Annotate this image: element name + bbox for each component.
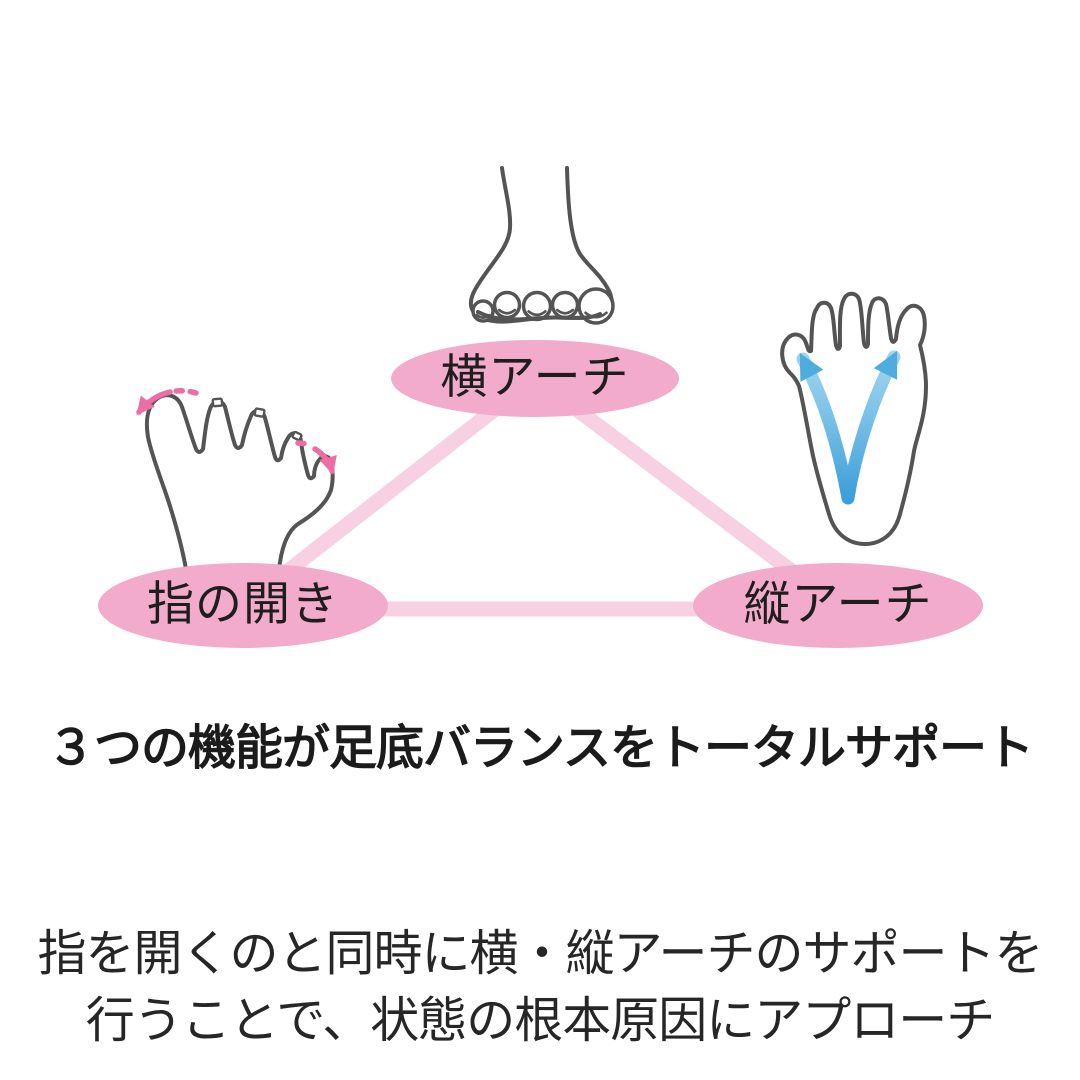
toenail <box>211 397 224 408</box>
toenail <box>291 430 303 442</box>
arch-direction-arrows-icon <box>796 350 901 505</box>
toenail <box>253 407 266 418</box>
foot-spread-outline <box>144 393 335 571</box>
spread-arrow-right-dashes <box>295 440 314 449</box>
spread-arrow-right-arc <box>312 446 337 475</box>
toe-crease <box>498 308 517 315</box>
toe-crease <box>556 308 575 315</box>
spread-arrow-left-arc <box>136 389 173 416</box>
description-line-2: 行うことで、状態の根本原因にアプローチ <box>85 994 996 1048</box>
foot-toe-spread-pink-arrows-icon <box>136 388 337 571</box>
node-transverse-arch: 横アーチ <box>391 340 679 417</box>
node-toe-spread-label: 指の開き <box>147 577 339 630</box>
foot-front-bottom-edge <box>476 310 602 322</box>
toe-crease <box>527 310 547 317</box>
description-line-1: 指を開くのと同時に横・縦アーチのサポートを <box>37 927 1043 981</box>
node-longitudinal-arch-label: 縦アーチ <box>743 577 933 630</box>
foot-sole-outline <box>780 291 928 546</box>
node-toe-spread: 指の開き <box>98 563 388 648</box>
foot-sole-blue-arch-arrows-icon <box>780 291 928 546</box>
description: 指を開くのと同時に横・縦アーチのサポートを 行うことで、状態の根本原因にアプロー… <box>0 921 1080 1055</box>
spread-arrow-left-icon <box>136 388 199 416</box>
node-longitudinal-arch: 縦アーチ <box>693 563 983 648</box>
spread-arrow-right-icon <box>295 440 337 475</box>
node-transverse-arch-label: 横アーチ <box>440 350 630 403</box>
spread-arrow-left-dashes <box>173 388 199 396</box>
foot-toes-front-icon <box>468 166 615 325</box>
headline: ３つの機能が足底バランスをトータルサポート <box>46 722 1034 775</box>
arch-arrow-right <box>841 350 901 505</box>
